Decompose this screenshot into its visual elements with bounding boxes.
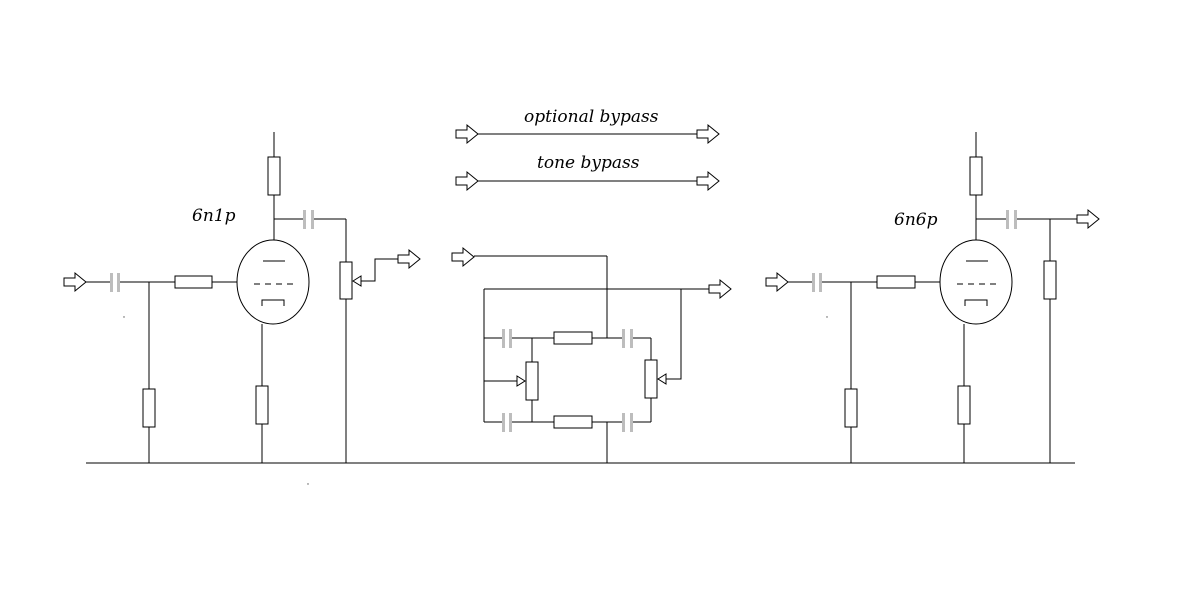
tone-cap-lower-right [622,413,633,432]
tone-pot-left [525,361,539,401]
stage1-gridleak-resistor [142,388,156,428]
bypass-lines: optional bypass tone bypass [455,107,720,192]
tone-bypass-in-arrow [455,170,479,192]
tone-cap-lower-left [502,413,512,432]
tone-bypass-label: tone bypass [537,153,640,173]
stage1-volume-potentiometer [339,261,353,300]
tone-input-arrow [451,246,475,268]
stage2-tube [939,239,1013,325]
stage1-input-capacitor [110,273,120,292]
stage2-output-capacitor [1006,210,1017,229]
stage1-output-capacitor [303,210,314,229]
stage1-plate-resistor [267,156,281,196]
tone-cap-upper-left [502,329,512,348]
stage2-gridleak-resistor [844,388,858,428]
tube1-label: 6n1p [192,206,236,226]
stage1-output-arrow [397,248,421,270]
tone-resistor-upper [553,331,593,345]
stage2-load-resistor [1043,260,1057,300]
stray-dot [826,316,828,318]
stage1-tube [236,239,310,325]
optional-bypass-out-arrow [696,123,720,145]
stage2-plate-resistor [969,156,983,196]
stage2-grid-resistor [876,275,916,289]
stage2-output-arrow [1076,208,1100,230]
stage-1: 6n1p [63,132,421,463]
tone-pot-right-wiper [657,373,667,385]
tone-bypass-out-arrow [696,170,720,192]
tone-pot-left-wiper [516,375,526,387]
stage1-pot-wiper-arrow [352,275,362,287]
stray-dot [123,316,125,318]
tone-stack [451,246,732,463]
stage1-grid-resistor [174,275,213,289]
tone-output-arrow [708,278,732,300]
stage1-input-arrow [63,271,87,293]
tone-pot-right [644,359,658,399]
stage2-input-arrow [765,271,789,293]
stage2-cathode-resistor [957,385,971,425]
stray-dot [307,483,309,485]
optional-bypass-in-arrow [455,123,479,145]
optional-bypass-label: optional bypass [524,107,659,127]
tube2-label: 6n6p [894,210,938,230]
stage-2: 6n6p [765,132,1100,463]
stage2-input-capacitor [812,273,822,292]
tone-resistor-lower [553,415,593,429]
stage1-cathode-resistor [255,385,269,425]
tone-cap-upper-right [622,329,633,348]
